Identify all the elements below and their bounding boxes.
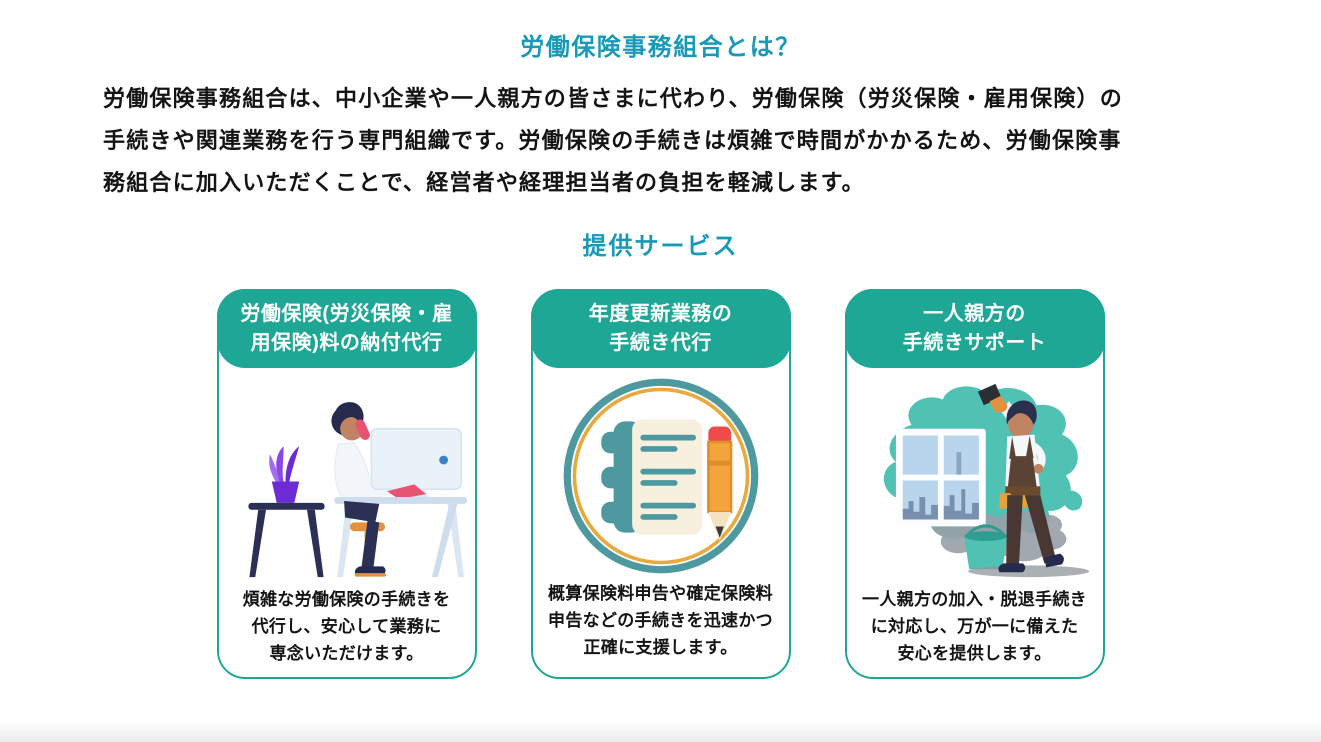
card-description: 煩雑な労働保険の手続きを 代行し、安心して業務に 専念いただけます。 <box>242 590 451 663</box>
card-description: 概算保険料申告や確定保険料 申告などの手続きを迅速かつ 正確に支援します。 <box>548 584 773 657</box>
intro-paragraph: 労働保険事務組合は、中小企業や一人親方の皆さまに代わり、労働保険（労災保険・雇用… <box>103 78 1218 204</box>
intro-line: 労働保険事務組合は、中小企業や一人親方の皆さまに代わり、労働保険（労災保険・雇用… <box>103 86 1123 111</box>
card-title: 年度更新業務の 手続き代行 <box>530 289 791 368</box>
service-cards-row: 労働保険(労災保険・雇 用保険)料の納付代行 <box>0 289 1321 679</box>
service-card-sole-proprietor-support: 一人親方の 手続きサポート <box>844 289 1105 679</box>
service-card-annual-renewal: 年度更新業務の 手続き代行 <box>530 289 791 679</box>
service-card-premium-payment: 労働保険(労災保険・雇 用保険)料の納付代行 <box>216 289 477 679</box>
card-title: 労働保険(労災保険・雇 用保険)料の納付代行 <box>216 289 477 368</box>
footer-divider <box>0 722 1321 742</box>
services-heading: 提供サービス <box>582 233 739 260</box>
office-worker-desk-illustration <box>247 402 467 578</box>
painter-worker-illustration <box>883 383 1089 578</box>
card-description: 一人親方の加入・脱退手続き に対応し、万が一に備えた 安心を提供します。 <box>862 590 1087 663</box>
page-title: 労働保険事務組合とは？ <box>520 34 801 61</box>
notebook-pencil-illustration <box>563 378 758 574</box>
card-title: 一人親方の 手続きサポート <box>844 289 1105 368</box>
intro-line: 務組合に加入いただくことで、経営者や経理担当者の負担を軽減します。 <box>103 170 865 195</box>
intro-line: 手続きや関連業務を行う専門組織です。労働保険の手続きは煩雑で時間がかかるため、労… <box>103 128 1122 153</box>
